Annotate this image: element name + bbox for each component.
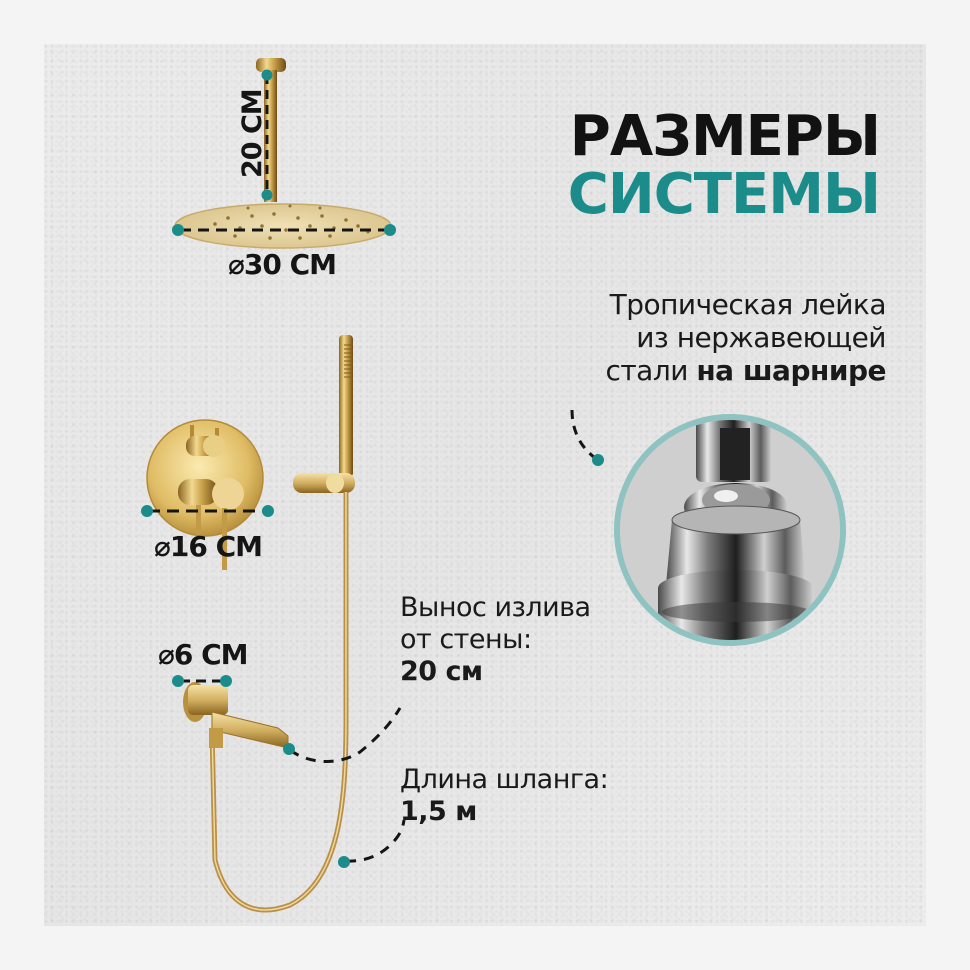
- spout-reach-spec: Вынос излива от стены: 20 см: [400, 592, 591, 688]
- title-line-1: РАЗМЕРЫ: [569, 104, 881, 169]
- swivel-callout-connector: [570, 409, 604, 466]
- feature-line-3-bold: на шарнире: [696, 354, 886, 387]
- hose-length-value: 1,5 м: [400, 796, 477, 827]
- feature-description: Тропическая лейка из нержавеющей стали н…: [556, 288, 886, 387]
- spout-flange-diameter-label: ⌀6 СМ: [158, 638, 248, 671]
- spout-reach-connector: [283, 707, 402, 763]
- spout-reach-label-line-1: Вынос излива: [400, 592, 591, 623]
- title-line-2: СИСТЕМЫ: [567, 162, 881, 227]
- feature-line-3: стали на шарнире: [556, 354, 886, 387]
- feature-line-2: из нержавеющей: [636, 321, 886, 354]
- hose-length-spec: Длина шланга: 1,5 м: [400, 764, 609, 828]
- feature-line-1: Тропическая лейка: [609, 288, 887, 321]
- mixer-plate-diameter-label: ⌀16 СМ: [154, 530, 263, 563]
- spout-reach-value: 20 см: [400, 656, 483, 687]
- page-title: РАЗМЕРЫ СИСТЕМЫ: [560, 104, 881, 227]
- hand-shower: [293, 335, 355, 493]
- rain-shower-diameter-label: ⌀30 СМ: [228, 248, 337, 281]
- feature-line-3-regular: стали: [605, 354, 697, 387]
- spout-reach-label-line-2: от стены:: [400, 624, 532, 655]
- mixer-plate: [141, 419, 274, 570]
- bath-spout: [172, 675, 289, 749]
- ceiling-rain-shower: [172, 58, 396, 249]
- hose-length-connector: [338, 819, 406, 868]
- ceiling-arm-length-label: 20 СМ: [237, 89, 268, 178]
- swivel-joint-closeup: [614, 414, 846, 646]
- hose-length-label: Длина шланга:: [400, 764, 609, 795]
